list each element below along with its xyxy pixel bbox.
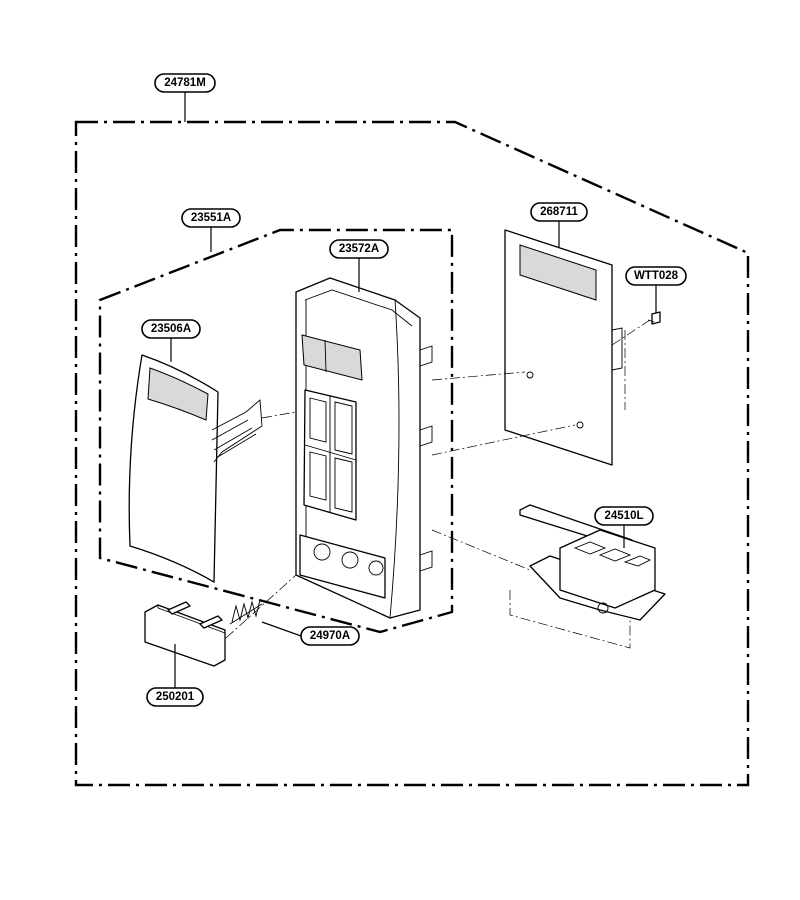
window-part xyxy=(128,354,263,583)
callout-label: 23551A xyxy=(191,212,231,224)
callout-24510L: 24510L xyxy=(594,506,654,526)
callout-label: 24970A xyxy=(310,630,350,642)
callout-label: 24781M xyxy=(164,77,206,89)
callout-268711: 268711 xyxy=(530,202,588,222)
callout-label: 250201 xyxy=(156,691,195,703)
assembly-boundary xyxy=(74,120,750,787)
callout-23572A: 23572A xyxy=(329,239,389,259)
button-part xyxy=(144,601,226,667)
screw-part xyxy=(647,311,661,325)
callout-label: WTT028 xyxy=(634,270,679,282)
callout-23506A: 23506A xyxy=(141,319,201,339)
panel-group-boundary xyxy=(98,228,454,634)
callout-24781M: 24781M xyxy=(154,73,216,93)
callout-label: 23572A xyxy=(339,243,379,255)
callout-24970A: 24970A xyxy=(300,626,360,646)
callout-label: 268711 xyxy=(540,206,578,218)
spring-part xyxy=(229,599,263,625)
callout-label: 23506A xyxy=(151,323,191,335)
callout-label: 24510L xyxy=(604,510,643,522)
callout-23551A: 23551A xyxy=(181,208,241,228)
callout-250201: 250201 xyxy=(146,687,204,707)
latch-part xyxy=(519,504,666,621)
pcb-part xyxy=(504,229,623,466)
leader-lines xyxy=(170,92,657,688)
callout-WTT028: WTT028 xyxy=(625,266,687,286)
alignment-lines xyxy=(225,319,651,649)
front-panel-part xyxy=(295,277,433,619)
